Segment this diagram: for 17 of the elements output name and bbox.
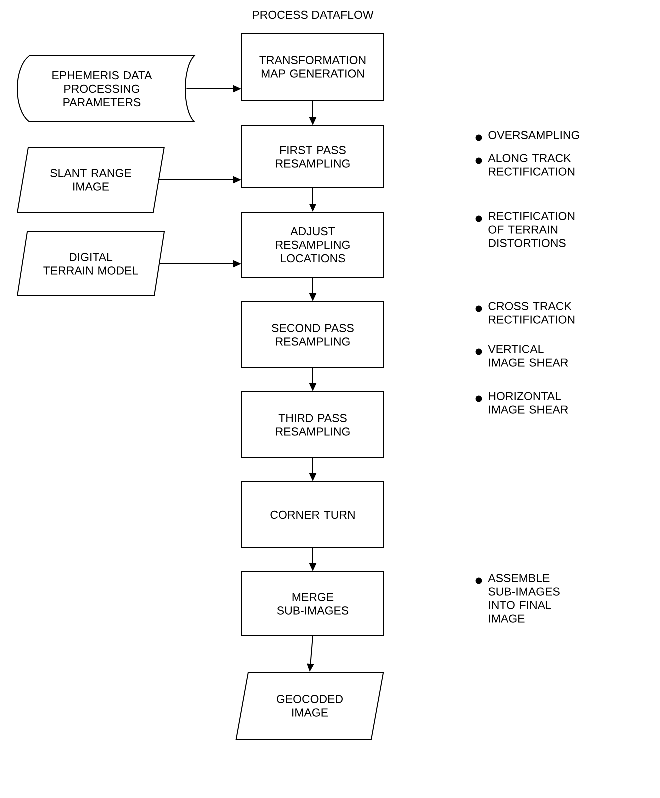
process-box: CORNER TURN: [242, 482, 384, 548]
process-box: THIRD PASS RESAMPLING: [242, 392, 384, 458]
bullet-note: VERTICAL IMAGE SHEAR: [476, 345, 568, 367]
process-box: ADJUST RESAMPLING LOCATIONS: [242, 212, 384, 278]
bullet-note: ASSEMBLE SUB-IMAGES INTO FINAL IMAGE: [476, 574, 560, 623]
process-box: FIRST PASS RESAMPLING: [242, 126, 384, 188]
bullet-note: RECTIFICATION OF TERRAIN DISTORTIONS: [476, 212, 575, 248]
bullet-note: OVERSAMPLING: [476, 131, 580, 142]
process-box: SECOND PASS RESAMPLING: [242, 302, 384, 368]
bullet-note: ALONG TRACK RECTIFICATION: [476, 154, 575, 176]
process-box: TRANSFORMATION MAP GENERATION: [242, 33, 384, 101]
bullet-note: CROSS TRACK RECTIFICATION: [476, 302, 575, 324]
bullet-note: HORIZONTAL IMAGE SHEAR: [476, 392, 568, 414]
process-box: MERGE SUB-IMAGES: [242, 572, 384, 636]
data-parallelogram: SLANT RANGE IMAGE: [17, 147, 165, 213]
data-parallelogram: GEOCODED IMAGE: [236, 672, 384, 740]
title: PROCESS DATAFLOW: [253, 10, 374, 20]
